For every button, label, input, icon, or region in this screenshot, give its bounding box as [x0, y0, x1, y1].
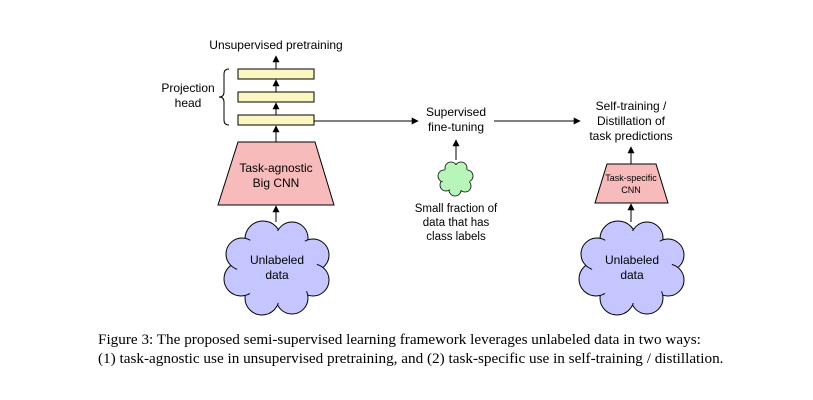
unlabeled-label-left-line1: Unlabeled — [250, 253, 304, 267]
pretraining-label: Unsupervised pretraining — [209, 38, 342, 52]
unlabeled-data-cloud-left — [223, 220, 330, 316]
unlabeled-data-cloud-right — [578, 220, 685, 316]
task-specific-cnn — [594, 163, 669, 204]
unlabeled-label-left-line2: data — [265, 268, 289, 282]
unlabeled-label-right-line1: Unlabeled — [605, 253, 659, 267]
projection-head-bar-middle — [237, 91, 315, 103]
finetuning-label-line1: Supervised — [426, 105, 486, 119]
labeled-data-cloud — [437, 161, 474, 197]
framework-diagram: Unsupervised pretraining Projection head… — [161, 38, 685, 316]
small-cnn-label-line1: Task-specific — [605, 173, 657, 183]
caption-line1: Figure 3: The proposed semi-supervised l… — [98, 331, 701, 348]
task-agnostic-big-cnn — [217, 141, 335, 206]
figure-caption: Figure 3: The proposed semi-supervised l… — [98, 330, 778, 368]
projection-head-bar-bottom — [237, 114, 315, 126]
projection-head-label-line1: Projection — [161, 81, 214, 95]
selftraining-label-line3: task predictions — [589, 129, 672, 143]
caption-line2: (1) task-agnostic use in unsupervised pr… — [98, 350, 724, 367]
small-cnn-label-line2: CNN — [621, 185, 641, 195]
labeled-data-label-line1: Small fraction of — [415, 203, 498, 215]
labeled-data-label-line3: class labels — [426, 231, 486, 243]
projection-head-brace — [218, 68, 230, 126]
selftraining-label-line2: Distillation of — [597, 114, 666, 128]
big-cnn-label-line1: Task-agnostic — [239, 161, 312, 175]
big-cnn-label-line2: Big CNN — [253, 176, 300, 190]
unlabeled-label-right-line2: data — [620, 268, 644, 282]
labeled-data-label-line2: data that has — [423, 217, 490, 229]
finetuning-label-line2: fine-tuning — [428, 120, 484, 134]
selftraining-label-line1: Self-training / — [596, 99, 667, 113]
projection-head-bar-top — [237, 68, 315, 80]
projection-head-label-line2: head — [175, 96, 202, 110]
